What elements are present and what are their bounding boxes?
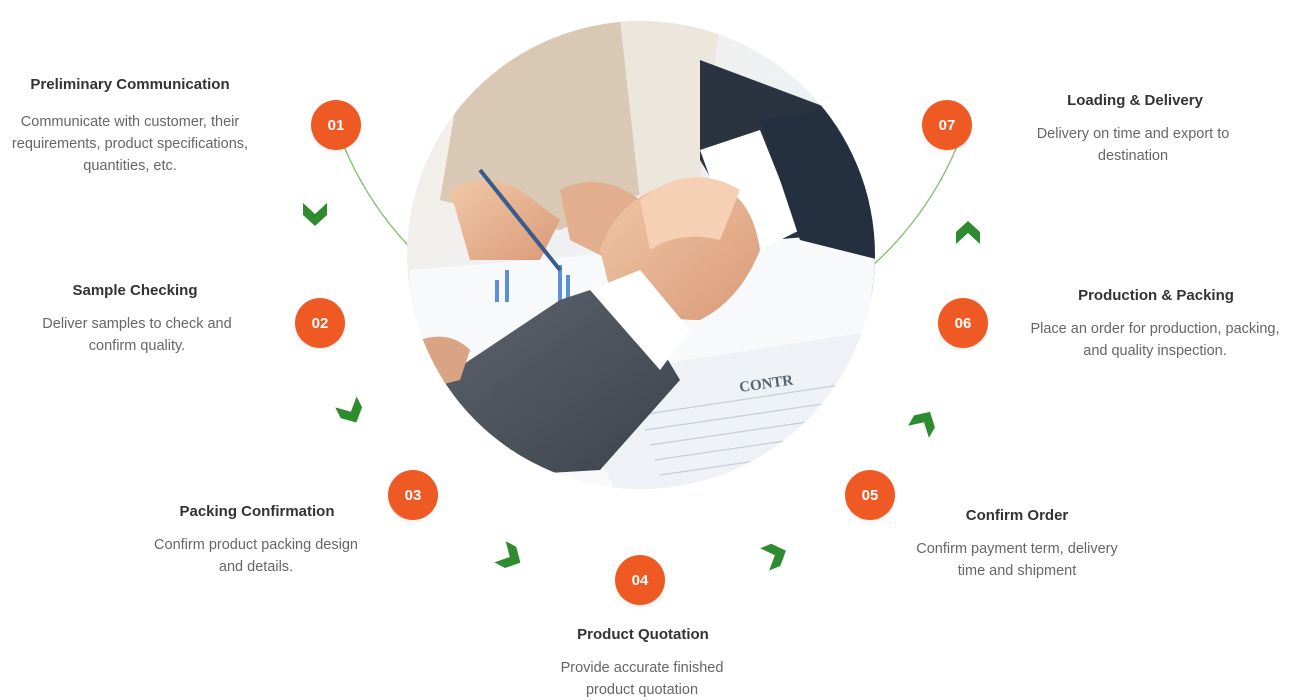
- step-description-line: time and shipment: [958, 563, 1076, 579]
- step-description-line: Provide accurate finished: [561, 660, 724, 676]
- arrow-icon: [760, 543, 786, 571]
- step-badge-07: 07: [922, 100, 972, 150]
- step-title: Sample Checking: [72, 282, 197, 299]
- step-description-line: Delivery on time and export to: [1037, 126, 1230, 142]
- step-text-03: Packing Confirmation Confirm product pac…: [154, 503, 358, 575]
- arrow-icon: [908, 411, 935, 438]
- step-description-line: Communicate with customer, their: [21, 114, 240, 130]
- step-description-line: Confirm product packing design: [154, 537, 358, 553]
- arrow-icon: [956, 221, 980, 244]
- step-description-line: Confirm payment term, delivery: [916, 541, 1118, 557]
- step-title: Confirm Order: [966, 507, 1069, 524]
- step-badge-02: 02: [295, 298, 345, 348]
- step-badge-04: 04: [615, 555, 665, 605]
- step-text-06: Production & Packing Place an order for …: [1030, 287, 1279, 359]
- step-title: Loading & Delivery: [1067, 92, 1204, 109]
- step-badge-06: 06: [938, 298, 988, 348]
- step-badge-05: 05: [845, 470, 895, 520]
- arrow-icon: [494, 541, 521, 569]
- step-description-line: Place an order for production, packing,: [1030, 321, 1279, 337]
- step-description-line: quantities, etc.: [83, 158, 177, 174]
- step-text-05: Confirm Order Confirm payment term, deli…: [916, 507, 1118, 579]
- step-title: Product Quotation: [577, 626, 709, 643]
- step-badge-01: 01: [311, 100, 361, 150]
- step-description-line: confirm quality.: [89, 338, 185, 354]
- step-text-01: Preliminary Communication Communicate wi…: [12, 76, 248, 174]
- step-badge-03: 03: [388, 470, 438, 520]
- handshake-photo: CONTR: [407, 21, 875, 489]
- step-title: Packing Confirmation: [179, 503, 334, 520]
- arrow-icon: [303, 203, 327, 226]
- step-description-line: destination: [1098, 148, 1168, 164]
- step-title: Production & Packing: [1078, 287, 1234, 304]
- step-text-07: Loading & Delivery Delivery on time and …: [1037, 92, 1230, 164]
- step-description-line: and quality inspection.: [1083, 343, 1227, 359]
- step-title: Preliminary Communication: [30, 76, 229, 93]
- step-description-line: requirements, product specifications,: [12, 136, 248, 152]
- contract-text: CONTR: [738, 373, 794, 396]
- step-description-line: product quotation: [586, 682, 698, 698]
- arrow-icon: [335, 396, 363, 423]
- step-description-line: and details.: [219, 559, 293, 575]
- step-text-04: Product Quotation Provide accurate finis…: [561, 626, 724, 698]
- step-description-line: Deliver samples to check and: [42, 316, 231, 332]
- step-text-02: Sample Checking Deliver samples to check…: [42, 282, 231, 354]
